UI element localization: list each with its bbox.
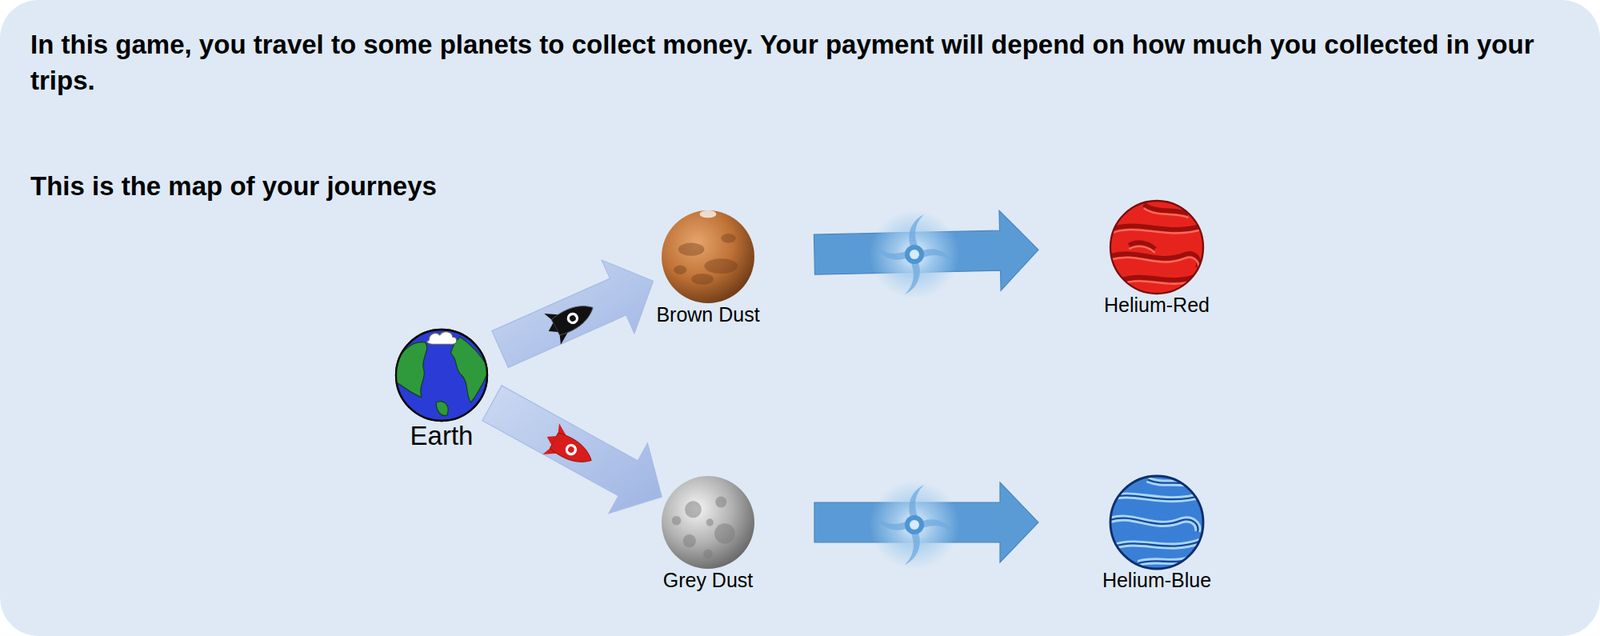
rocket-icon [540, 292, 601, 347]
surface-patch [720, 233, 736, 244]
planet-label: Helium-Blue [1102, 568, 1212, 592]
band [1108, 518, 1199, 532]
journey-arrow [492, 260, 654, 368]
rocket-body [548, 431, 596, 470]
swirl [1120, 276, 1195, 281]
swirl-light [1120, 280, 1195, 285]
planet-art [661, 210, 755, 304]
planet-art [1108, 476, 1206, 569]
rocket-icon [538, 421, 600, 476]
planet-outline [1110, 476, 1204, 569]
wormhole-icon [869, 480, 960, 570]
rocket-body [550, 298, 598, 337]
crater [714, 523, 736, 544]
rocket-window [563, 441, 579, 457]
planet-node: Helium-Red [1104, 200, 1210, 317]
crater [683, 534, 696, 548]
planet-marks [673, 233, 738, 285]
crater [672, 516, 682, 526]
planet-art [1108, 200, 1206, 294]
planet-art [394, 329, 490, 421]
continent [394, 342, 428, 398]
crater [706, 518, 714, 526]
planet-disc [661, 210, 755, 304]
continent [436, 401, 448, 416]
band-line [1108, 494, 1206, 500]
planet-icon [661, 476, 755, 569]
band [1114, 540, 1202, 547]
surface-patch [678, 243, 704, 256]
band [1108, 494, 1206, 500]
swirl-light [1144, 208, 1189, 218]
planet-node: Helium-Blue [1102, 476, 1212, 592]
surface-patch [704, 258, 738, 274]
heading-label: This is the map of your journeys [30, 169, 437, 204]
journey-arrow [482, 385, 662, 514]
continents [394, 336, 490, 416]
planet-icon [661, 210, 755, 304]
planet-node: Earth [396, 329, 488, 452]
planet-outline [1110, 200, 1204, 294]
surface-patch [673, 264, 687, 275]
wormhole-glow [869, 209, 960, 300]
rocket-nozzle [544, 432, 557, 445]
planet-outline [396, 329, 488, 421]
band-line [1114, 540, 1202, 547]
crater [684, 500, 702, 518]
surface-patch [691, 273, 714, 285]
band-line [1108, 518, 1199, 532]
wormhole-eye [909, 249, 920, 260]
planet-disc [661, 476, 755, 569]
cloud [427, 332, 457, 345]
planet-label: Earth [410, 420, 474, 452]
planet-icon [1110, 476, 1204, 569]
rocket-nozzle [546, 322, 559, 336]
planet-disc [1110, 200, 1204, 294]
wormhole-core [904, 515, 924, 535]
swirl-light [1108, 228, 1206, 235]
planet-icon [1110, 200, 1204, 294]
crater [703, 549, 713, 560]
planet-marks [672, 496, 736, 560]
planet-art [661, 476, 755, 569]
title-text: In this game, you travel to some planets… [30, 26, 1567, 99]
wormhole-icon [869, 209, 960, 300]
swirl-light [1128, 246, 1155, 253]
rocket-window-dot [568, 314, 577, 323]
rocket-window-dot [567, 445, 576, 454]
planet-label: Helium-Red [1104, 293, 1210, 317]
planet-icon [396, 329, 488, 421]
planet-node: Brown Dust [656, 210, 760, 327]
planet-label: Brown Dust [656, 303, 760, 327]
swirl-light [1108, 257, 1200, 272]
crater [715, 496, 727, 508]
wormhole-glow [869, 480, 960, 570]
polar-cap [700, 210, 717, 218]
wormhole-core [904, 244, 924, 264]
rocket-window [564, 310, 580, 326]
planet-label: Grey Dust [663, 568, 754, 592]
planet-node: Grey Dust [661, 476, 755, 592]
wormhole-eye [909, 520, 920, 530]
